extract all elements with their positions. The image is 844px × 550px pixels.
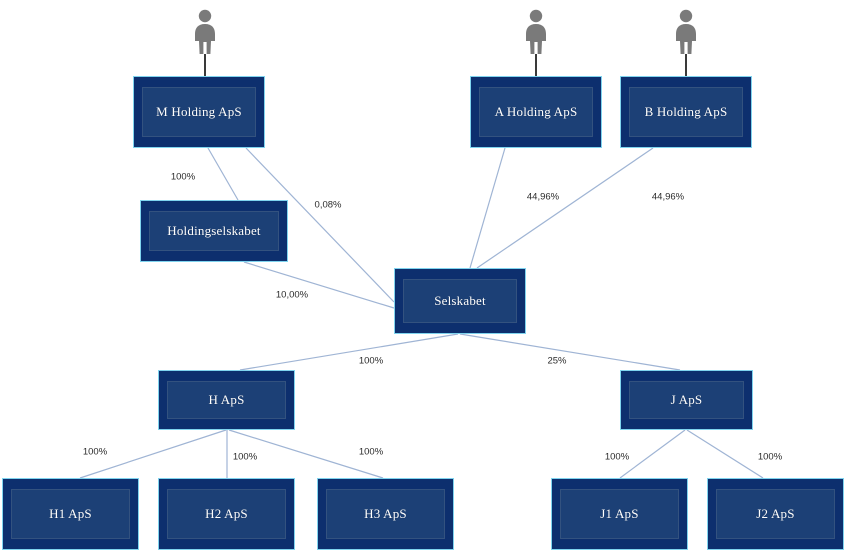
edge-m-to-selskabet: [245, 147, 395, 303]
edge-j-to-j2: [686, 429, 764, 479]
edge-h-to-h1: [79, 429, 227, 479]
node-label-j1_aps: J1 ApS: [600, 506, 639, 521]
person-stem-m_holding: [204, 54, 206, 76]
edge-j-to-j1: [619, 429, 686, 479]
node-inner-m_holding: M Holding ApS: [142, 87, 256, 137]
node-label-h1_aps: H1 ApS: [49, 506, 92, 521]
node-a_holding[interactable]: A Holding ApS: [470, 76, 602, 148]
node-inner-selskabet: Selskabet: [403, 279, 517, 323]
edge-label-h-to-h2: 100%: [232, 451, 258, 463]
node-h1_aps[interactable]: H1 ApS: [2, 478, 139, 550]
node-selskabet[interactable]: Selskabet: [394, 268, 526, 334]
node-h3_aps[interactable]: H3 ApS: [317, 478, 454, 550]
edge-m-to-holding: [207, 147, 239, 201]
edge-label-b-to-selskabet: 44,96%: [651, 191, 685, 203]
person-stem-a_holding: [535, 54, 537, 76]
node-label-j_aps: J ApS: [670, 392, 703, 407]
edge-label-m-to-holding: 100%: [170, 171, 196, 183]
edge-h-to-h3: [228, 429, 384, 479]
node-label-h3_aps: H3 ApS: [364, 506, 407, 521]
node-inner-j2_aps: J2 ApS: [716, 489, 835, 539]
node-label-h_aps: H ApS: [208, 392, 245, 407]
node-label-m_holding: M Holding ApS: [156, 104, 242, 119]
edge-selsk-to-j: [459, 333, 681, 371]
node-m_holding[interactable]: M Holding ApS: [133, 76, 265, 148]
node-label-b_holding: B Holding ApS: [644, 104, 728, 119]
node-h_aps[interactable]: H ApS: [158, 370, 295, 430]
edge-b-to-selskabet: [476, 147, 654, 269]
node-inner-h1_aps: H1 ApS: [11, 489, 130, 539]
node-label-j2_aps: J2 ApS: [756, 506, 795, 521]
edge-selsk-to-h: [239, 333, 459, 371]
person-icon-m_holding: [190, 8, 220, 54]
node-holdingselskabet[interactable]: Holdingselskabet: [140, 200, 288, 262]
edge-label-j-to-j2: 100%: [757, 451, 783, 463]
node-inner-j1_aps: J1 ApS: [560, 489, 679, 539]
node-inner-j_aps: J ApS: [629, 381, 744, 419]
person-icon-a_holding: [521, 8, 551, 54]
node-inner-h3_aps: H3 ApS: [326, 489, 445, 539]
node-label-selskabet: Selskabet: [434, 293, 486, 308]
edge-label-selsk-to-h: 100%: [358, 355, 384, 367]
node-inner-h_aps: H ApS: [167, 381, 286, 419]
edge-a-to-selskabet: [469, 147, 506, 269]
node-inner-holdingselskabet: Holdingselskabet: [149, 211, 279, 251]
person-stem-b_holding: [685, 54, 687, 76]
node-label-a_holding: A Holding ApS: [494, 104, 578, 119]
node-j2_aps[interactable]: J2 ApS: [707, 478, 844, 550]
node-label-holdingselskabet: Holdingselskabet: [167, 223, 261, 238]
edge-label-h-to-h3: 100%: [358, 446, 384, 458]
node-inner-h2_aps: H2 ApS: [167, 489, 286, 539]
node-inner-b_holding: B Holding ApS: [629, 87, 743, 137]
node-j1_aps[interactable]: J1 ApS: [551, 478, 688, 550]
node-h2_aps[interactable]: H2 ApS: [158, 478, 295, 550]
node-b_holding[interactable]: B Holding ApS: [620, 76, 752, 148]
node-label-h2_aps: H2 ApS: [205, 506, 248, 521]
edge-label-m-to-selskabet: 0,08%: [314, 199, 342, 211]
edge-holding-to-selsk: [243, 261, 395, 309]
edge-label-a-to-selskabet: 44,96%: [526, 191, 560, 203]
node-j_aps[interactable]: J ApS: [620, 370, 753, 430]
node-inner-a_holding: A Holding ApS: [479, 87, 593, 137]
edge-label-h-to-h1: 100%: [82, 446, 108, 458]
edge-label-holding-to-selsk: 10,00%: [275, 289, 309, 301]
edge-label-j-to-j1: 100%: [604, 451, 630, 463]
person-icon-b_holding: [671, 8, 701, 54]
edge-label-selsk-to-j: 25%: [547, 355, 567, 367]
